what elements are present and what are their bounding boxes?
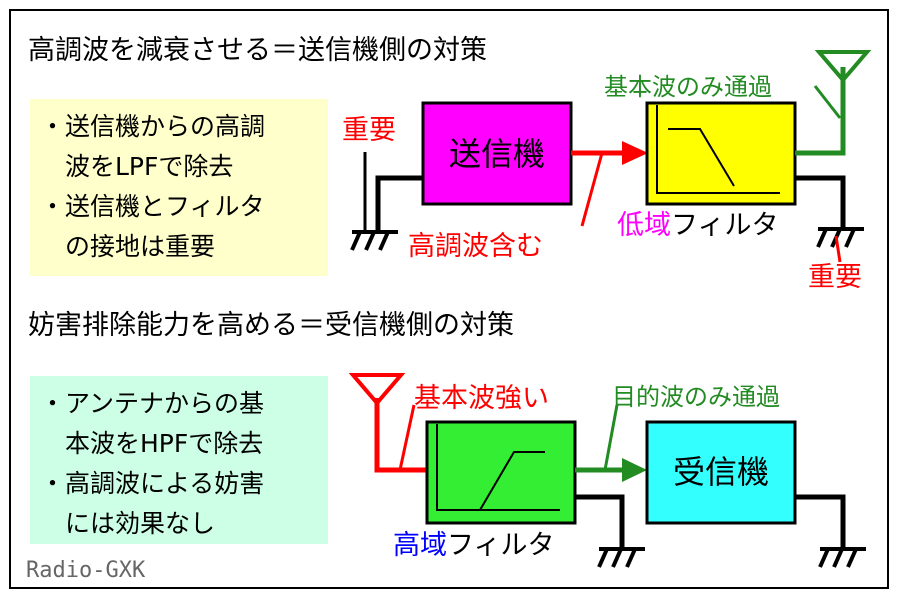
top-heading: 高調波を減衰させる＝送信機側の対策 [28, 35, 487, 66]
transmitter-label: 送信機 [449, 135, 546, 173]
fundamental-output-line [795, 67, 846, 156]
lpf-label-rest: フィルタ [671, 210, 779, 241]
rx-ground-wire [795, 494, 846, 549]
outer-frame [9, 9, 889, 589]
lpf-block [645, 101, 797, 206]
tx-antenna-icon [814, 50, 872, 84]
harmonics-leader [580, 152, 604, 227]
rx-antenna-icon [348, 373, 406, 407]
lpf-ground-symbol [816, 227, 864, 248]
top-note-line: の接地は重要 [40, 232, 216, 261]
receiver-label: 受信機 [673, 453, 770, 491]
lpf-important-leader [834, 235, 842, 263]
lpf-response-curve [668, 128, 735, 187]
important-label-right: 重要 [808, 262, 862, 293]
lpf-axes [656, 105, 780, 194]
top-note-line: ・送信機からの高調 [40, 112, 266, 141]
hpf-label-rest: フィルタ [447, 530, 555, 561]
lpf-ground-wire [795, 175, 846, 229]
tx-ground-symbol [350, 230, 398, 251]
top-note-line: ・送信機とフィルタ [40, 192, 265, 221]
rx-ground-symbol [818, 547, 866, 568]
bottom-notes-box: ・アンテナからの基 本波をHPFで除去 ・高調波による妨害 には効果なし [30, 376, 328, 544]
bottom-note-line: 本波をHPFで除去 [40, 429, 264, 458]
hpf-label: 高域フィルタ [393, 532, 554, 559]
top-notes-box: ・送信機からの高調 波をLPFで除去 ・送信機とフィルタ の接地は重要 [30, 99, 328, 276]
receiver-block [645, 420, 797, 525]
bottom-note-line: ・アンテナからの基 [40, 389, 265, 418]
hpf-ground-symbol [597, 547, 645, 568]
strong-fundamental-label: 基本波強い [414, 383, 549, 414]
watermark: Radio-GXK [26, 558, 146, 583]
lpf-label-colored: 低域 [617, 210, 671, 241]
hpf-axes [436, 424, 560, 511]
desired-only-label: 目的波のみ通過 [612, 383, 780, 411]
bottom-heading: 妨害排除能力を高める＝受信機側の対策 [28, 310, 514, 341]
top-note-line: 波をLPFで除去 [40, 152, 234, 181]
fundamental-leader [813, 85, 842, 119]
hpf-label-colored: 高域 [393, 530, 447, 561]
lpf-label: 低域フィルタ [617, 212, 778, 239]
fundamental-only-label: 基本波のみ通過 [604, 73, 772, 101]
tx-ground-wire [375, 175, 423, 232]
desired-leader [603, 404, 619, 471]
hpf-response-curve [479, 451, 545, 511]
harmonics-arrow-head [622, 141, 648, 165]
hpf-ground-wire [575, 494, 625, 549]
important-label-left: 重要 [342, 115, 396, 146]
bottom-note-line: ・高調波による妨害 [40, 469, 265, 498]
strong-fundamental-leader [398, 404, 416, 471]
rx-antenna-line [374, 398, 427, 473]
harmonics-label: 高調波含む [408, 231, 543, 262]
bottom-note-line: には効果なし [40, 509, 216, 538]
desired-arrow-head [622, 458, 647, 482]
